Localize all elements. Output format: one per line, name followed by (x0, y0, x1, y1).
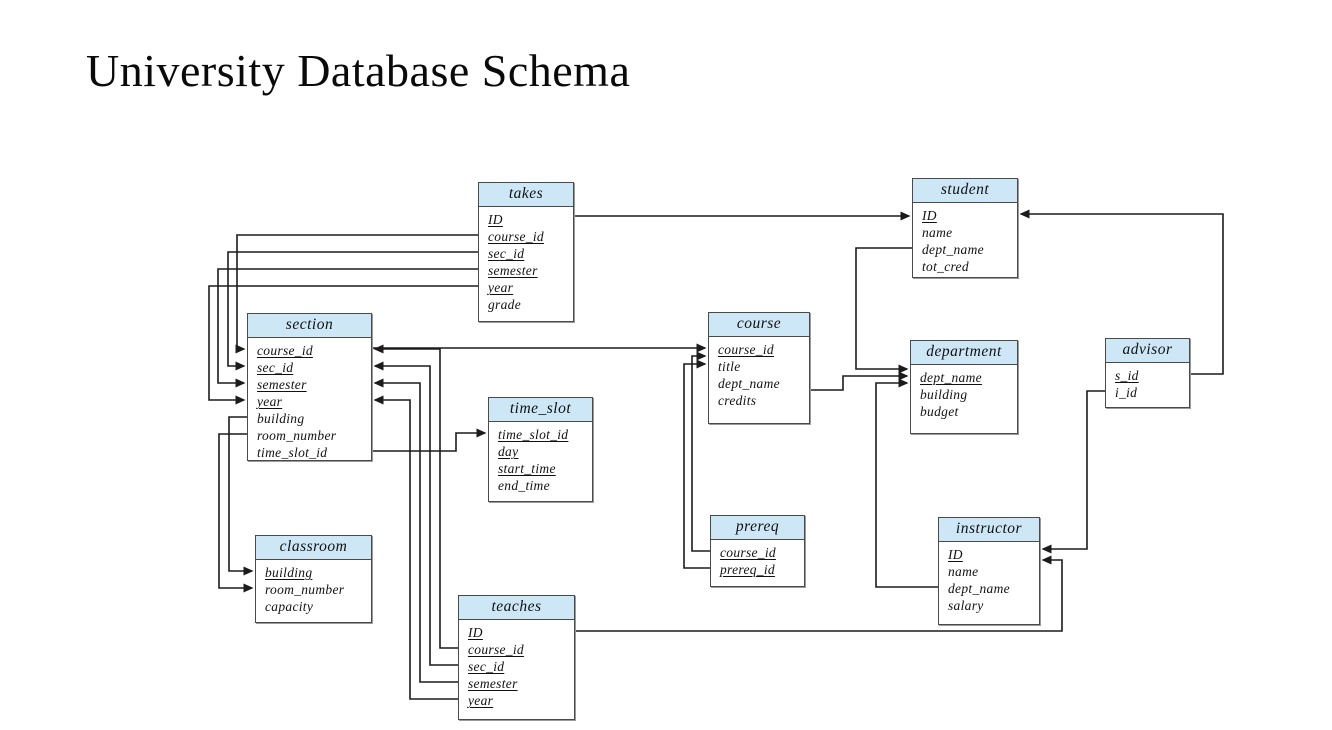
relationship-prereq.course_id-to-course.course_id (691, 351, 710, 552)
field-instructor-dept_name: dept_name (948, 581, 1010, 596)
relationship-teaches.ID-to-instructor.ID (575, 555, 1063, 632)
relationship-advisor.s_id-to-student.ID (1019, 209, 1224, 375)
relationship-teaches.semester-to-section.semester (373, 378, 458, 683)
field-teaches-semester: semester (468, 676, 518, 691)
relationship-course.dept_name-to-department.dept_name (810, 371, 909, 391)
page-title: University Database Schema (86, 45, 631, 96)
field-section-building: building (257, 411, 305, 426)
table-teaches-title: teaches (459, 596, 574, 620)
field-section-room_number: room_number (257, 428, 337, 443)
relationship-teaches.course_id-to-section.course_id (373, 344, 458, 649)
table-advisor-fields: s_id i_id (1106, 363, 1189, 401)
table-prereq-title: prereq (711, 516, 804, 540)
field-department-budget: budget (920, 404, 959, 419)
table-teaches-fields: ID course_id sec_id semester year (459, 620, 574, 709)
field-takes-sec_id: sec_id (488, 246, 525, 261)
field-advisor-i_id: i_id (1115, 385, 1138, 400)
field-course-title: title (718, 359, 741, 374)
table-section-fields: course_id sec_id semester year building room_… (248, 338, 371, 461)
relationship-takes.semester-to-section.semester (217, 268, 478, 388)
table-prereq: prereq course_id prereq_id (710, 515, 805, 587)
table-takes-fields: ID course_id sec_id semester year grade (479, 207, 573, 313)
field-course-dept_name: dept_name (718, 376, 780, 391)
relationship-takes.sec_id-to-section.sec_id (227, 251, 478, 371)
field-section-course_id: course_id (257, 343, 313, 358)
field-instructor-ID: ID (948, 547, 963, 562)
field-student-ID: ID (922, 208, 937, 223)
relationship-takes.year-to-section.year (208, 285, 478, 405)
relationship-instructor.dept_name-to-department.dept_name (875, 378, 938, 588)
table-prereq-fields: course_id prereq_id (711, 540, 804, 578)
relationship-prereq.prereq_id-to-course.course_id (683, 359, 710, 569)
field-takes-course_id: course_id (488, 229, 544, 244)
relationship-section.room_number-to-classroom.room_number (218, 433, 254, 593)
field-takes-ID: ID (488, 212, 503, 227)
field-department-building: building (920, 387, 968, 402)
field-section-sec_id: sec_id (257, 360, 294, 375)
field-section-time_slot_id: time_slot_id (257, 445, 328, 460)
table-classroom-fields: building room_number capacity (256, 560, 371, 615)
table-department-fields: dept_name building budget (911, 365, 1017, 420)
relationship-advisor.i_id-to-instructor.ID (1041, 390, 1105, 554)
table-time_slot-title: time_slot (489, 398, 592, 422)
field-prereq-course_id: course_id (720, 545, 776, 560)
table-takes-title: takes (479, 183, 573, 207)
field-course-credits: credits (718, 393, 757, 408)
table-section: section course_id sec_id semester year buildi… (247, 313, 372, 461)
table-instructor-title: instructor (939, 518, 1039, 542)
field-student-dept_name: dept_name (922, 242, 984, 257)
field-department-dept_name: dept_name (920, 370, 982, 385)
field-takes-year: year (488, 280, 514, 295)
relationship-takes.course_id-to-section.course_id (235, 234, 478, 354)
field-time_slot-day: day (498, 444, 519, 459)
field-section-semester: semester (257, 377, 307, 392)
field-classroom-capacity: capacity (265, 599, 314, 614)
field-student-name: name (922, 225, 953, 240)
relationship-section.building-to-classroom.building (228, 416, 254, 576)
field-teaches-sec_id: sec_id (468, 659, 505, 674)
field-advisor-s_id: s_id (1115, 368, 1139, 383)
relationship-teaches.sec_id-to-section.sec_id (373, 361, 458, 666)
field-time_slot-end_time: end_time (498, 478, 550, 493)
field-section-year: year (257, 394, 283, 409)
table-department: department dept_name building budget (910, 340, 1018, 434)
field-takes-semester: semester (488, 263, 538, 278)
relationship-teaches.year-to-section.year (373, 395, 458, 700)
field-prereq-prereq_id: prereq_id (720, 562, 775, 577)
table-classroom-title: classroom (256, 536, 371, 560)
field-course-course_id: course_id (718, 342, 774, 357)
field-instructor-salary: salary (948, 598, 984, 613)
table-advisor: advisor s_id i_id (1105, 338, 1190, 408)
field-takes-grade: grade (488, 297, 521, 312)
table-advisor-title: advisor (1106, 339, 1189, 363)
field-instructor-name: name (948, 564, 979, 579)
table-course-title: course (709, 313, 809, 337)
field-time_slot-start_time: start_time (498, 461, 556, 476)
field-teaches-ID: ID (468, 625, 483, 640)
table-student-title: student (913, 179, 1017, 203)
field-classroom-building: building (265, 565, 313, 580)
field-student-tot_cred: tot_cred (922, 259, 969, 274)
field-teaches-year: year (468, 693, 494, 708)
relationship-section.time_slot_id-to-time_slot.time_slot_id (372, 428, 487, 452)
relationship-student.dept_name-to-department.dept_name (855, 247, 912, 374)
field-teaches-course_id: course_id (468, 642, 524, 657)
table-department-title: department (911, 341, 1017, 365)
table-classroom: classroom building room_number capacity (255, 535, 372, 623)
table-section-title: section (248, 314, 371, 338)
field-classroom-room_number: room_number (265, 582, 345, 597)
table-student-fields: ID name dept_name tot_cred (913, 203, 1017, 275)
field-time_slot-time_slot_id: time_slot_id (498, 427, 569, 442)
